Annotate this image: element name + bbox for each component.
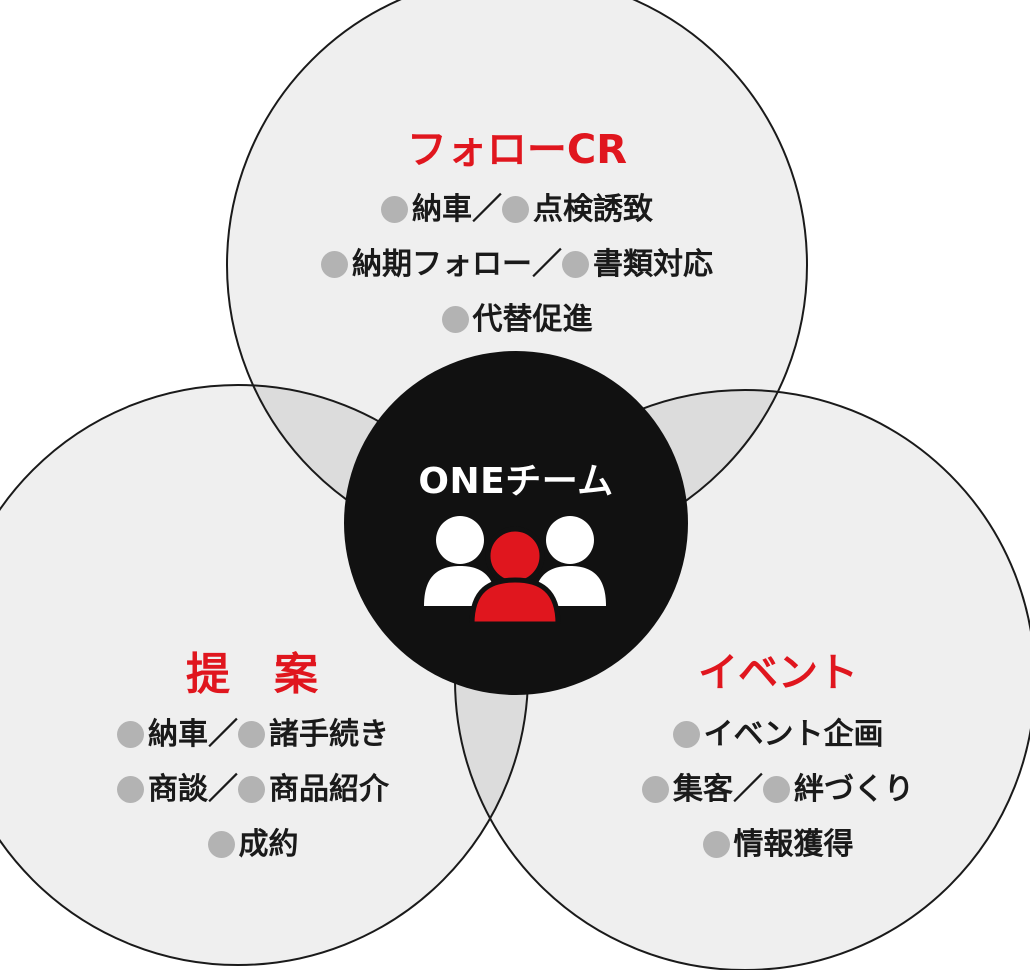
list-item: 書類対応 <box>562 250 713 280</box>
list-item: 納期フォロー <box>321 250 532 280</box>
follow-row: 納期フォロー／ 書類対応 <box>217 250 817 280</box>
separator: ／ <box>733 772 763 807</box>
follow-row: 代替促進 <box>217 305 817 335</box>
bullet-dot-icon <box>117 776 144 803</box>
list-item-label: 代替促進 <box>472 302 593 337</box>
list-item-label: 絆づくり <box>794 772 914 807</box>
list-item: 集客 <box>642 775 733 805</box>
bullet-dot-icon <box>238 721 265 748</box>
separator: ／ <box>472 192 502 227</box>
list-item-label: 納車 <box>148 717 208 752</box>
list-item: 商品紹介 <box>238 775 389 805</box>
list-item: 成約 <box>207 827 299 862</box>
list-item: 代替促進 <box>441 302 593 337</box>
list-item-label: 納車 <box>412 192 472 227</box>
center-title: ONEチーム <box>418 461 614 502</box>
bullet-dot-icon <box>502 196 529 223</box>
bullet-dot-icon <box>672 721 700 748</box>
list-item: 商談 <box>117 775 208 805</box>
list-item-label: イベント企画 <box>703 717 884 752</box>
list-item: 諸手続き <box>238 720 389 750</box>
list-item-label: 商品紹介 <box>269 772 389 807</box>
list-item: 絆づくり <box>763 775 914 805</box>
separator: ／ <box>208 717 238 752</box>
separator: ／ <box>208 772 238 807</box>
list-item-label: 納期フォロー <box>352 247 532 282</box>
list-item: 点検誘致 <box>502 195 653 225</box>
bullet-dot-icon <box>562 251 589 278</box>
bullet-dot-icon <box>117 721 144 748</box>
event-title: イベント <box>698 650 858 696</box>
bullet-dot-icon <box>238 776 265 803</box>
list-item-label: 点検誘致 <box>533 192 653 227</box>
bullet-dot-icon <box>441 306 469 333</box>
proposal-title: 提 案 <box>186 649 318 700</box>
bullet-dot-icon <box>702 831 730 858</box>
list-item: イベント企画 <box>672 717 884 752</box>
proposal-row: 納車／ 諸手続き <box>0 720 553 750</box>
list-item: 情報獲得 <box>702 827 854 862</box>
bullet-dot-icon <box>321 251 348 278</box>
proposal-row: 商談／ 商品紹介 <box>0 775 553 805</box>
event-row: イベント企画 <box>478 720 1030 750</box>
person-center-icon <box>469 526 561 627</box>
bullet-dot-icon <box>207 831 235 858</box>
bullet-dot-icon <box>642 776 669 803</box>
list-item-label: 商談 <box>148 772 208 807</box>
separator: ／ <box>532 247 562 282</box>
list-item: 納車 <box>381 195 472 225</box>
center-circle <box>344 351 688 695</box>
proposal-row: 成約 <box>0 830 553 860</box>
event-row: 情報獲得 <box>478 830 1030 860</box>
bullet-dot-icon <box>763 776 790 803</box>
event-row: 集客／ 絆づくり <box>478 775 1030 805</box>
bullet-dot-icon <box>381 196 408 223</box>
list-item: 納車 <box>117 720 208 750</box>
list-item-label: 成約 <box>238 827 299 862</box>
list-item-label: 諸手続き <box>269 717 389 752</box>
follow-row: 納車／ 点検誘致 <box>217 195 817 225</box>
list-item-label: 情報獲得 <box>733 827 854 862</box>
list-item-label: 集客 <box>673 772 733 807</box>
team-people-icon <box>424 516 606 627</box>
follow-title: フォローCR <box>406 127 628 173</box>
list-item-label: 書類対応 <box>593 247 713 282</box>
